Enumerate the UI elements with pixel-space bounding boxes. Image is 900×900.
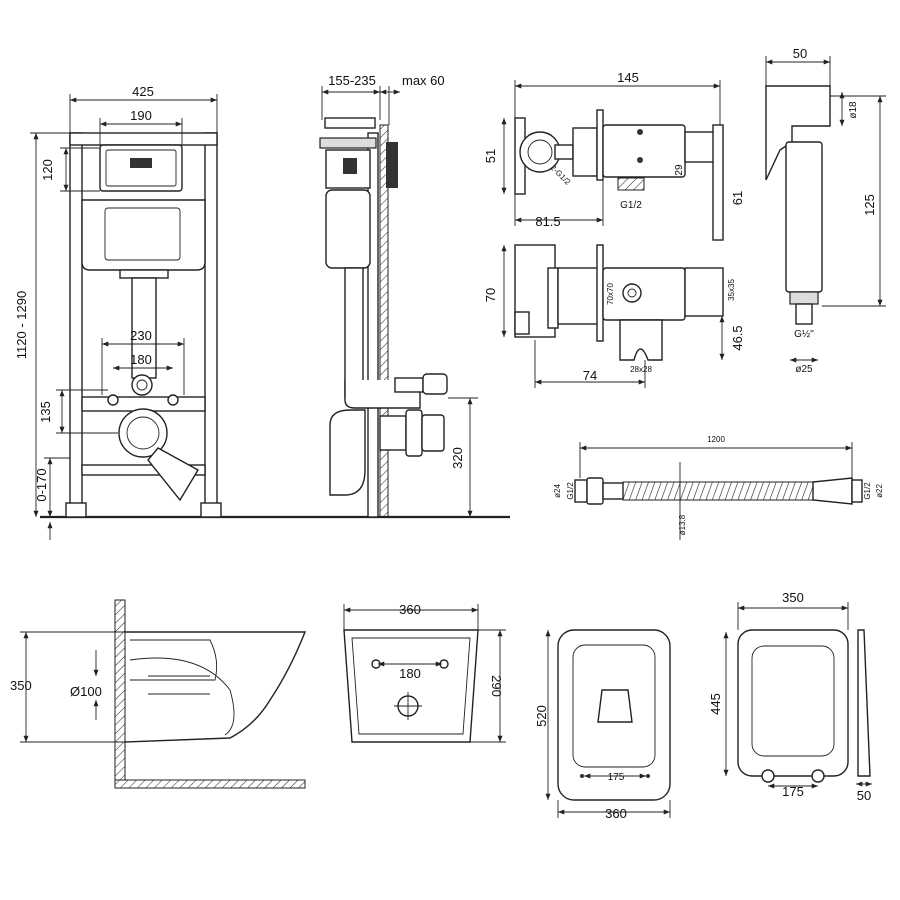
dim-frame-width: 425 bbox=[132, 84, 154, 99]
dim-bowl-length: 520 bbox=[534, 705, 549, 727]
dim-valve-70: 70 bbox=[483, 288, 498, 302]
dim-outlet-spacing: 180 bbox=[130, 352, 152, 367]
dim-bowl-hinge-top: 175 bbox=[608, 772, 625, 783]
dim-valve-depth: 81.5 bbox=[535, 214, 560, 229]
dim-seat-length: 445 bbox=[708, 693, 723, 715]
dim-valve-thread-2: 2-G1/2 bbox=[549, 163, 573, 187]
dim-hose-d13-8: ø13.8 bbox=[678, 514, 687, 535]
dim-valve-length: 145 bbox=[617, 70, 639, 85]
dim-hose-d22: ø22 bbox=[875, 484, 884, 498]
dim-bowl-width-rear: 360 bbox=[399, 602, 421, 617]
valve-bottom-view: 70 74 70x70 35x35 28x28 46.5 bbox=[483, 244, 745, 388]
dim-frame-height: 1120 - 1290 bbox=[14, 291, 29, 359]
dim-valve-61: 61 bbox=[730, 191, 745, 205]
valve-top-view: 145 51 81.5 G1/2 2-G1/2 29 61 bbox=[483, 70, 745, 241]
dim-hose-d24: ø24 bbox=[553, 484, 562, 498]
dim-valve-74: 74 bbox=[583, 368, 597, 383]
dim-sprayer-d25: ø25 bbox=[795, 364, 813, 375]
dim-valve-thread: G1/2 bbox=[620, 200, 642, 211]
dim-hose-length: 1200 bbox=[707, 435, 725, 444]
dim-wall-depth: 155-235 bbox=[328, 73, 376, 88]
dim-valve-70x70: 70x70 bbox=[606, 283, 615, 305]
bowl-rear-view: 360 180 290 bbox=[343, 602, 506, 743]
dim-valve-28x28: 28x28 bbox=[630, 365, 652, 374]
dim-button-width: 190 bbox=[130, 108, 152, 123]
frame-front-view: 425 190 120 1120 - 1290 230 180 135 0-17… bbox=[14, 84, 510, 540]
dim-bowl-width-top: 360 bbox=[605, 806, 627, 821]
dim-sprayer-d18: ø18 bbox=[848, 101, 859, 119]
bowl-side-view: 350 Ø100 bbox=[10, 599, 307, 789]
dim-sprayer-length: 125 bbox=[862, 194, 877, 216]
dim-seat-hinge: 175 bbox=[782, 784, 804, 799]
dim-outlet-height: 135 bbox=[38, 401, 53, 423]
dim-valve-35x35: 35x35 bbox=[727, 279, 736, 301]
bowl-top-view: 175 520 360 bbox=[534, 629, 671, 821]
dim-outlet-floor: 320 bbox=[450, 447, 465, 469]
dim-hose-g12-right: G1/2 bbox=[863, 482, 872, 500]
dim-wall-max: max 60 bbox=[402, 73, 445, 88]
dim-sprayer-width: 50 bbox=[793, 46, 807, 61]
dim-valve-height: 51 bbox=[483, 149, 498, 163]
dim-seat-width: 350 bbox=[782, 590, 804, 605]
hose-view: 1200 ø24 G1/2 G1/2 ø22 ø13.8 bbox=[553, 435, 884, 540]
dim-valve-46-5: 46.5 bbox=[730, 325, 745, 350]
dim-bowl-depth-rear: 290 bbox=[489, 675, 504, 697]
dim-valve-29: 29 bbox=[674, 164, 685, 176]
seat-view: 175 350 445 50 bbox=[708, 590, 872, 803]
dim-floor-adjust: 0-170 bbox=[34, 468, 49, 501]
dim-hose-g12-left: G1/2 bbox=[566, 482, 575, 500]
dim-bowl-height: 350 bbox=[10, 678, 32, 693]
sprayer-view: 50 ø18 125 G½" ø25 bbox=[765, 46, 886, 375]
dim-stud-spacing: 230 bbox=[130, 328, 152, 343]
dim-sprayer-thread: G½" bbox=[794, 329, 814, 340]
dim-bowl-bolt: 180 bbox=[399, 666, 421, 681]
dim-button-height: 120 bbox=[40, 159, 55, 181]
dim-bowl-outlet: Ø100 bbox=[70, 684, 102, 699]
frame-side-view: 155-235 max 60 320 bbox=[319, 73, 478, 518]
dim-seat-thickness: 50 bbox=[857, 788, 871, 803]
